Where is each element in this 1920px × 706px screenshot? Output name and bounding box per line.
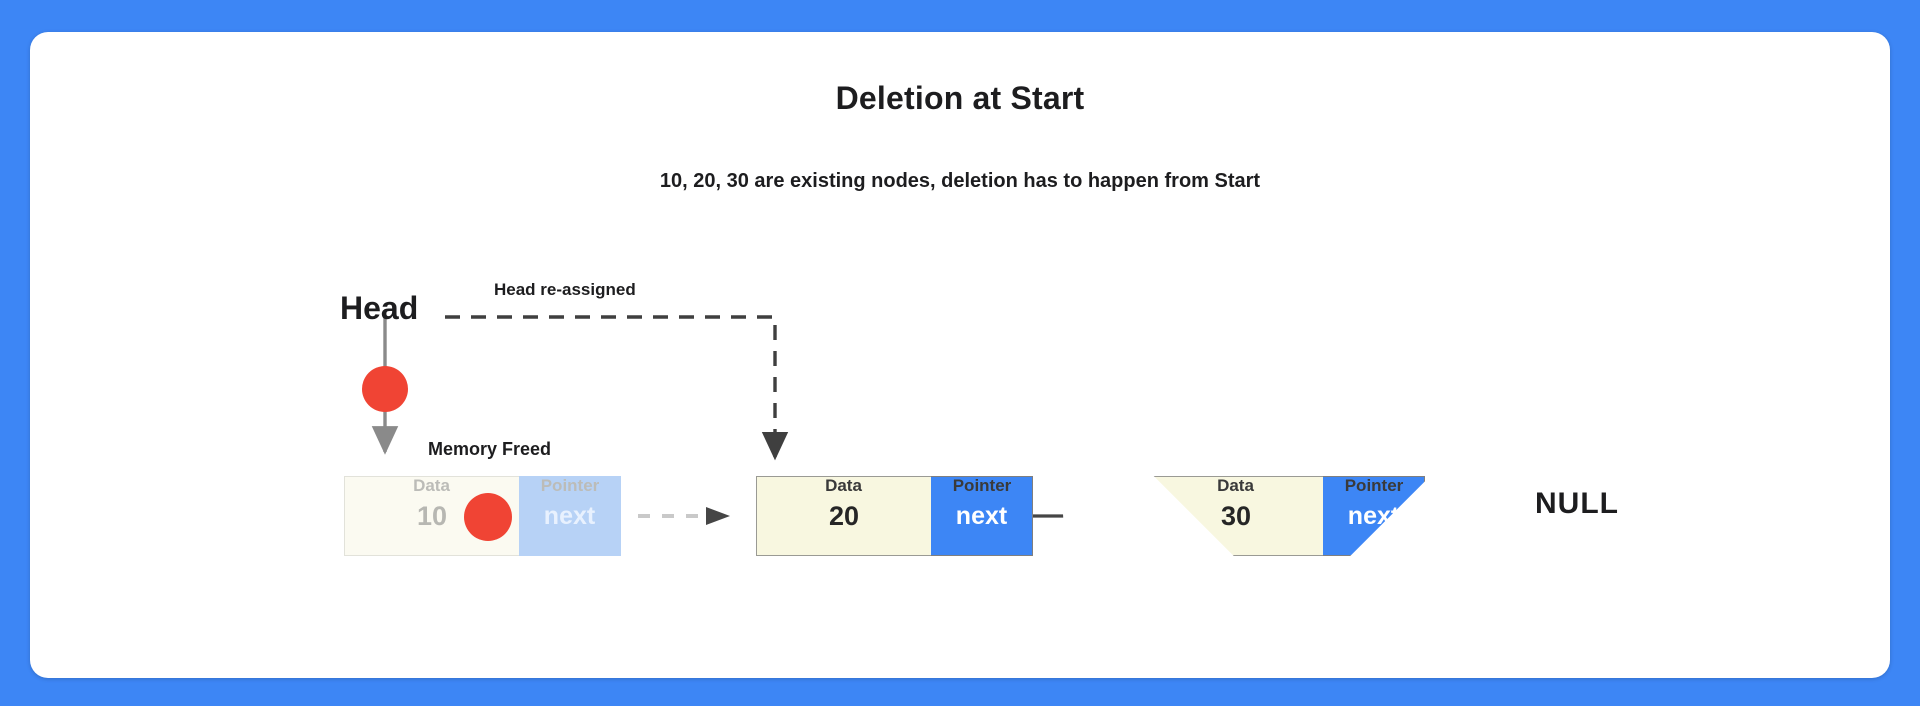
node-30-captions: Data Pointer (1148, 476, 1425, 496)
page-subtitle: 10, 20, 30 are existing nodes, deletion … (659, 170, 1261, 192)
head-label: Head (340, 290, 419, 326)
x-glyph (1164, 586, 1624, 678)
null-label: NULL (1535, 487, 1619, 520)
node-20-pointer-caption: Pointer (952, 476, 1012, 495)
node-20-data-caption: Data (825, 476, 862, 495)
node-10-pointer-caption: Pointer (540, 476, 600, 495)
node-10-captions: Data Pointer (344, 476, 621, 496)
page-title: Deletion at Start (835, 80, 1085, 116)
head-reassigned-label: Head re-assigned (494, 280, 636, 299)
node-20-pointer: next (931, 476, 1033, 556)
x-circle-icon-head-link (362, 366, 1522, 678)
memory-freed-label: Memory Freed (428, 439, 552, 459)
node-10-data-caption: Data (413, 476, 450, 495)
node-20-captions: Data Pointer (756, 476, 1033, 496)
head-reassign-arrow (445, 315, 789, 461)
linked-list-diagram: Head Head re-assigned Memory Freed NULL … (30, 32, 1890, 678)
node-20[interactable]: 20 next (756, 476, 1033, 556)
node-30-data-caption: Data (1217, 476, 1254, 495)
diagram-card: Deletion at Start 10, 20, 30 are existin… (30, 32, 1890, 678)
x-circle-icon-node-10 (464, 493, 1624, 678)
node-20-data: 20 (756, 476, 931, 556)
node-10-to-node-20-arrow (638, 507, 730, 525)
node-30-pointer-caption: Pointer (1344, 476, 1404, 495)
node-10-pointer: next (519, 476, 621, 556)
x-glyph (1062, 459, 1522, 678)
